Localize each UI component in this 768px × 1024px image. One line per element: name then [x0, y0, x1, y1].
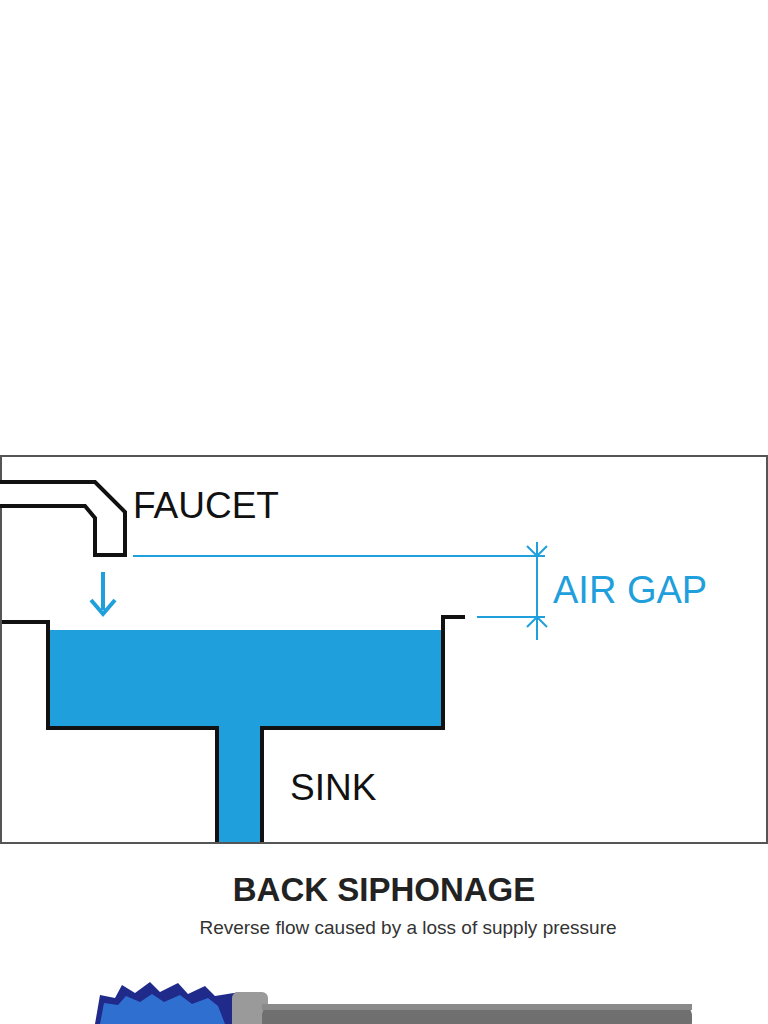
section-title: BACK SIPHONAGE [233, 872, 536, 908]
subtitle-text: Reverse flow caused by a loss of supply … [199, 918, 616, 939]
part-label: SINK [290, 768, 376, 809]
part-label: FAUCET [133, 486, 279, 527]
dimension-label: AIR GAP [553, 570, 707, 612]
